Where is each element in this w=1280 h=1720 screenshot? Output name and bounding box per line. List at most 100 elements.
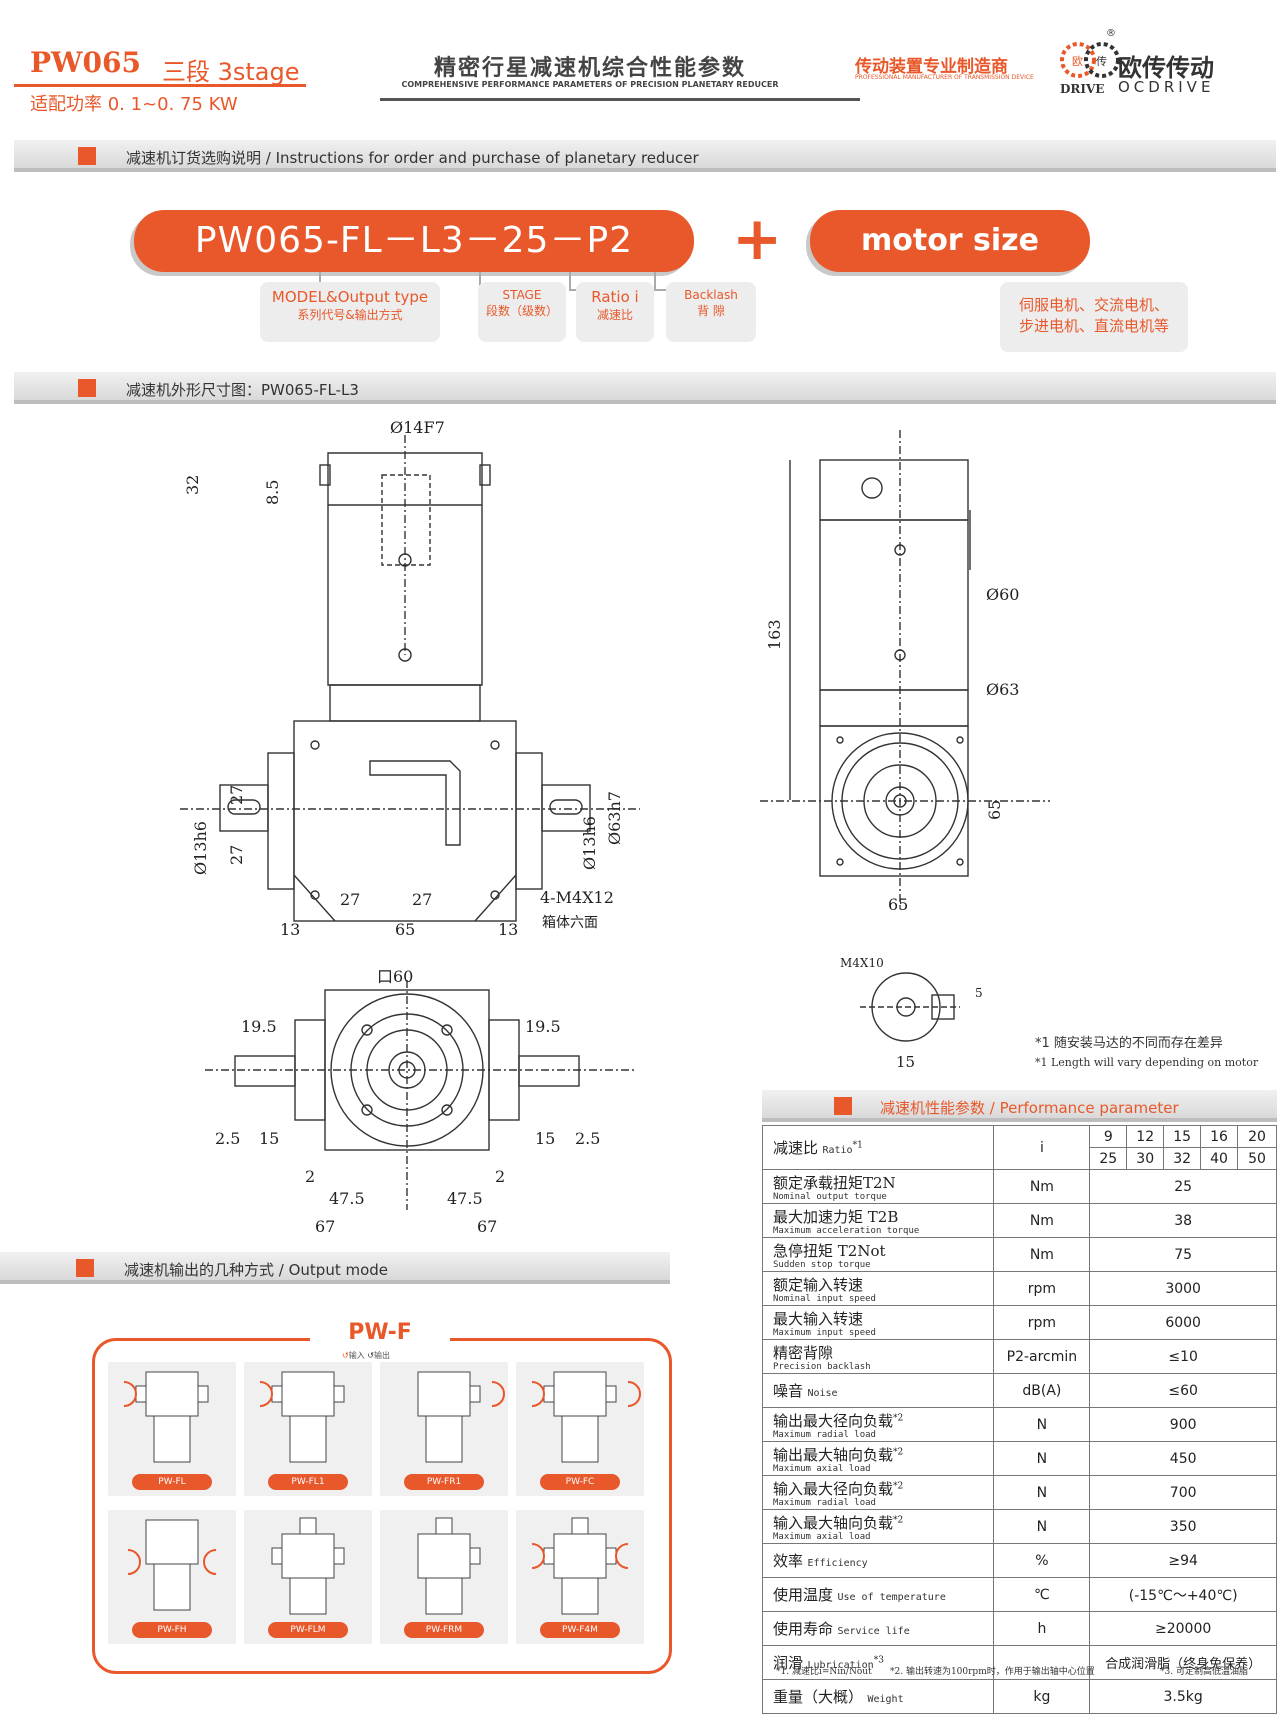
output-mode-title: PW-F [310,1320,450,1354]
output-mode-cell: PW-FR1 [380,1362,508,1496]
dim-13-left: 13 [280,920,300,939]
output-mode-cell: PW-FL [108,1362,236,1496]
plus-icon: + [732,204,783,274]
dim-63h7-right: Ø63h7 [605,791,624,845]
gearbox-mini-icon [259,1371,345,1463]
dim-15-left: 15 [259,1129,279,1148]
dim-2-right: 2 [495,1167,505,1186]
tag-motor-types: 伺服电机、交流电机、步进电机、直流电机等 [1000,282,1188,352]
maker-tagline-en: PROFESSIONAL MANUFACTURER OF TRANSMISSIO… [855,74,1034,81]
footnote-3: *3. 可定制高低温油脂 [1160,1667,1248,1677]
dim-bore: Ø14F7 [390,418,445,437]
section-bar-order: 减速机订货选购说明 / Instructions for order and p… [14,140,1276,172]
dim-square-60: 口60 [377,967,413,986]
output-mode-cell: PW-FC [516,1362,644,1496]
logo-name-en: OCDRIVE [1118,78,1215,96]
dim-27-upper: 27 [227,785,246,805]
dim-67-right: 67 [477,1217,497,1236]
output-mode-cell: PW-FRM [380,1510,508,1644]
section-title-order: 减速机订货选购说明 / Instructions for order and p… [126,149,699,167]
dim-32: 32 [183,475,202,495]
dim-47-5-left: 47.5 [329,1189,365,1208]
dim-8-5: 8.5 [263,480,282,505]
dim-163: 163 [765,619,784,650]
dim-65-bottom: 65 [888,895,908,914]
dim-19-5-left: 19.5 [241,1017,277,1036]
power-range: 适配功率 0. 1~0. 75 KW [30,94,238,115]
dim-19-5-right: 19.5 [525,1017,561,1036]
model-title: PW065 [30,46,141,79]
dim-thread-note: 箱体六面 [542,915,598,931]
table-row: 效率 Efficiency%≥94 [761,1543,1277,1578]
output-mode-cell: PW-FLM [244,1510,372,1644]
table-row: 使用温度 Use of temperature℃(-15℃～+40℃) [761,1577,1277,1612]
section-marker [834,1097,852,1115]
dim-60: Ø60 [986,585,1019,604]
dim-15-key: 15 [896,1053,915,1071]
page-title: 精密行星减速机综合性能参数 [433,56,746,81]
section-bar-performance: 减速机性能参数 / Performance parameter [762,1090,1277,1122]
section-marker [78,147,96,165]
gearbox-mini-icon [127,1519,217,1611]
logo-registered: ® [1106,28,1116,39]
stage-label: 三段 3stage [162,58,300,86]
dim-thread: 4-M4X12 [540,888,614,907]
output-mode-cell: PW-FH [108,1510,236,1644]
legend-input: ↺输入 ↺输出 [342,1351,390,1360]
gearbox-mini-icon [123,1371,209,1463]
dim-27-h2: 27 [412,890,432,909]
footnote-1: *1. 减速比i=Nin/Nout [776,1667,872,1677]
dim-13-right: 13 [498,920,518,939]
dim-27-h1: 27 [340,890,360,909]
dim-13h6-right: Ø13h6 [580,816,599,870]
section-title-performance: 减速机性能参数 / Performance parameter [880,1099,1179,1117]
logo-drive: DRIVE [1060,82,1105,96]
dim-m4x10: M4X10 [840,956,884,970]
shaft-key-detail: M4X10 5 15 [840,956,983,1071]
gearbox-mini-icon [417,1371,505,1463]
header-underline [14,84,306,87]
dim-27-lower: 27 [227,845,246,865]
section-marker [78,379,96,397]
dim-65: 65 [395,920,415,939]
dim-63h7-left: Ø63h7 [180,791,184,845]
section-title-output: 减速机输出的几种方式 / Output mode [124,1261,389,1279]
output-mode-cell: PW-FL1 [244,1362,372,1496]
note-1-en: *1 Length will vary depending on motor [1035,1056,1259,1069]
page-subtitle: COMPREHENSIVE PERFORMANCE PARAMETERS OF … [401,80,779,89]
dim-2-left: 2 [305,1167,315,1186]
maker-tagline: 传动装置专业制造商 [855,57,1008,77]
gearbox-mini-icon [531,1517,629,1615]
logo-name-cn: 欧传传动 [1118,54,1214,82]
bottom-view-drawing: 口60 19.5 19.5 2.5 15 15 2.5 2 2 47.5 47.… [205,967,635,1236]
side-view-drawing: 163 Ø60 Ø63 65 65 [760,430,1050,914]
section-bar-output: 减速机输出的几种方式 / Output mode [0,1252,670,1284]
gearbox-mini-icon [271,1517,345,1615]
dim-47-5-right: 47.5 [447,1189,483,1208]
gearbox-mini-icon [417,1517,481,1615]
dim-5: 5 [975,986,983,1000]
section-bar-dimension: 减速机外形尺寸图：PW065-FL-L3 [14,372,1276,404]
logo-badge-left: 欧 [1072,55,1083,68]
motor-size-pill: motor size [810,210,1090,272]
section-title-dimension: 减速机外形尺寸图：PW065-FL-L3 [126,381,359,399]
gearbox-mini-icon [531,1371,641,1463]
